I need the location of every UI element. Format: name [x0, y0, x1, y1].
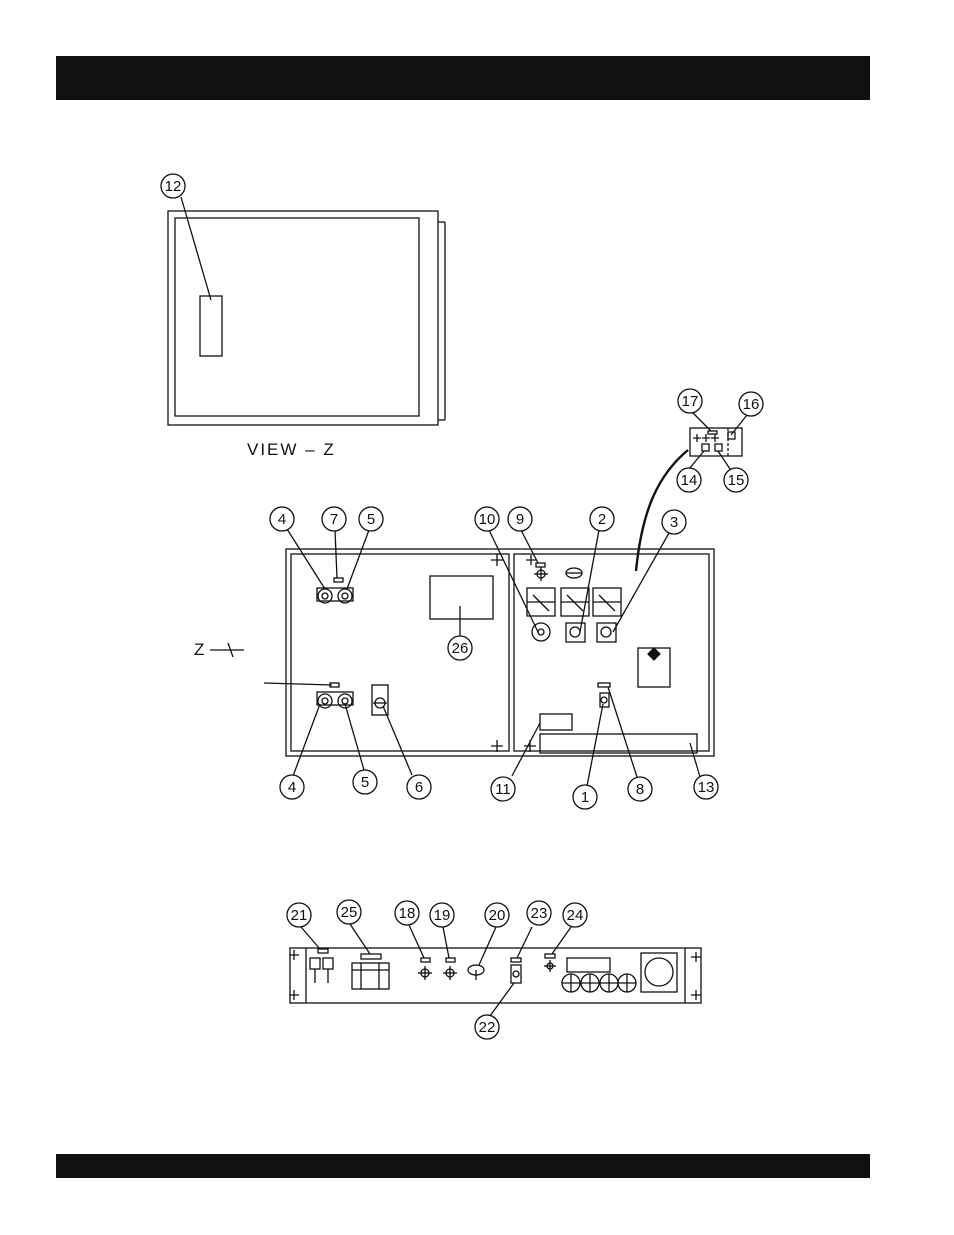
svg-text:24: 24 — [567, 907, 584, 924]
door-label-plate — [200, 296, 222, 356]
callout-4-top: 4 — [270, 507, 294, 531]
svg-text:10: 10 — [479, 511, 496, 528]
svg-text:2: 2 — [598, 511, 606, 528]
bottom-panel — [289, 948, 701, 1003]
svg-text:11: 11 — [495, 781, 511, 798]
callout-26: 26 — [448, 636, 472, 660]
callout-2: 2 — [590, 507, 614, 531]
main-panel — [264, 549, 714, 756]
callout-23: 23 — [527, 901, 551, 925]
svg-text:17: 17 — [682, 393, 699, 410]
svg-text:16: 16 — [743, 396, 760, 413]
svg-text:6: 6 — [415, 779, 423, 796]
callout-19: 19 — [430, 903, 454, 927]
svg-text:3: 3 — [670, 514, 678, 531]
callout-13: 13 — [694, 775, 718, 799]
callout-20: 20 — [485, 903, 509, 927]
svg-text:7: 7 — [330, 511, 338, 528]
callouts: 12 4 7 5 10 9 2 3 26 4 5 6 11 1 8 13 17 … — [161, 174, 763, 1039]
callout-6: 6 — [407, 775, 431, 799]
callout-24: 24 — [563, 903, 587, 927]
callout-11: 11 — [491, 777, 515, 801]
z-arrow-label: Z — [194, 640, 206, 659]
callout-3: 3 — [662, 510, 686, 534]
view-z-door — [168, 197, 445, 425]
svg-text:20: 20 — [489, 907, 506, 924]
callout-22: 22 — [475, 1015, 499, 1039]
callout-14: 14 — [677, 468, 701, 492]
svg-text:4: 4 — [288, 779, 296, 796]
panel-terminal-13 — [540, 734, 697, 753]
callout-1: 1 — [573, 785, 597, 809]
callout-10: 10 — [475, 507, 499, 531]
svg-text:15: 15 — [728, 472, 745, 489]
panel-plate-26 — [430, 576, 493, 619]
callout-12: 12 — [161, 174, 185, 198]
svg-text:14: 14 — [681, 472, 698, 489]
svg-text:1: 1 — [581, 789, 589, 806]
callout-15: 15 — [724, 468, 748, 492]
svg-text:26: 26 — [452, 640, 469, 657]
callout-7: 7 — [322, 507, 346, 531]
callout-25: 25 — [337, 900, 361, 924]
svg-text:21: 21 — [291, 907, 308, 924]
callout-17: 17 — [678, 389, 702, 413]
svg-text:5: 5 — [367, 511, 375, 528]
z-direction-arrow — [210, 643, 244, 657]
callout-4-bottom: 4 — [280, 775, 304, 799]
callout-8: 8 — [628, 777, 652, 801]
callout-5-top: 5 — [359, 507, 383, 531]
svg-text:9: 9 — [516, 511, 524, 528]
svg-text:5: 5 — [361, 774, 369, 791]
callout-16: 16 — [739, 392, 763, 416]
svg-text:23: 23 — [531, 905, 548, 922]
svg-text:8: 8 — [636, 781, 644, 798]
callout-18: 18 — [395, 901, 419, 925]
svg-text:12: 12 — [165, 178, 182, 195]
svg-text:13: 13 — [698, 779, 715, 796]
callout-9: 9 — [508, 507, 532, 531]
svg-text:19: 19 — [434, 907, 451, 924]
callout-5-bottom: 5 — [353, 770, 377, 794]
leader-lines — [287, 411, 747, 1016]
svg-text:25: 25 — [341, 904, 358, 921]
svg-text:22: 22 — [479, 1019, 496, 1036]
view-z-label: VIEW – Z — [247, 440, 336, 459]
svg-text:18: 18 — [399, 905, 416, 922]
callout-21: 21 — [287, 903, 311, 927]
svg-text:4: 4 — [278, 511, 286, 528]
